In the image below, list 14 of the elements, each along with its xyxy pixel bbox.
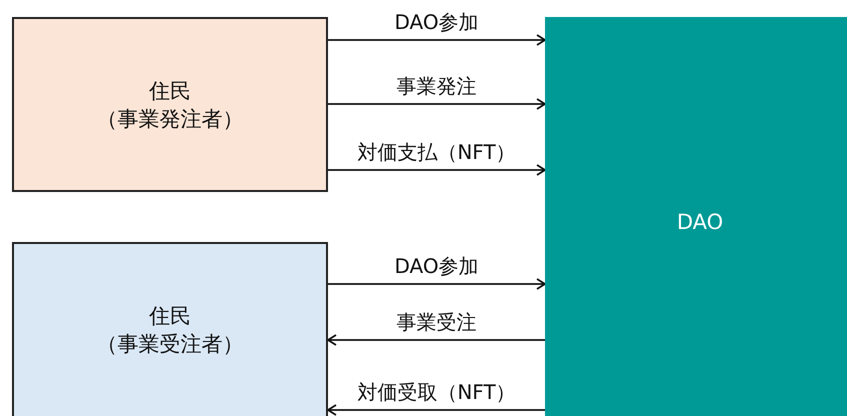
node-text: 住民	[149, 78, 191, 104]
resident-box	[12, 17, 328, 192]
arrow	[327, 334, 545, 346]
dao-box	[545, 17, 847, 416]
arrow	[328, 278, 546, 290]
resident-box	[12, 242, 328, 416]
arrow	[328, 164, 546, 176]
arrow	[328, 34, 546, 46]
node-text: （事業発注者）	[96, 106, 244, 132]
arrow	[327, 404, 545, 416]
node-text: 住民	[149, 303, 191, 330]
node-text: DAO	[676, 209, 724, 236]
arrow	[328, 98, 546, 110]
node-text: （事業受注者）	[96, 331, 244, 358]
